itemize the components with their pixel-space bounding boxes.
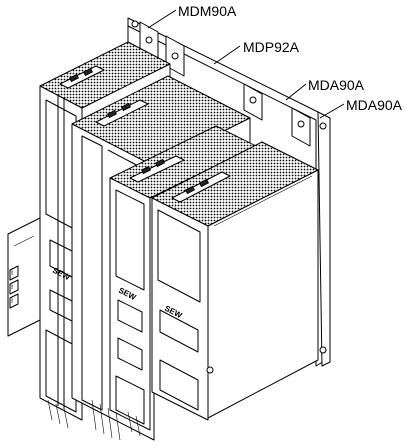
module-mda90a-first: SEW [109,125,257,431]
bottom-fins [47,399,141,441]
svg-text:!: ! [11,285,13,291]
svg-text:!: ! [11,271,13,277]
mounting-backplate [127,17,331,367]
callout-label-mdm90a: MDM90A [178,3,237,19]
callout-label-mda90a-1: MDA90A [308,77,365,93]
callout-label-mda90a-2: MDA90A [346,97,403,113]
leader-lines [147,9,345,119]
module-mda90a-second: SEW [151,141,319,421]
left-bracket: ! ! ! [7,217,41,337]
svg-text:!: ! [11,299,13,305]
callout-label-mdp92a: MDP92A [243,39,300,55]
